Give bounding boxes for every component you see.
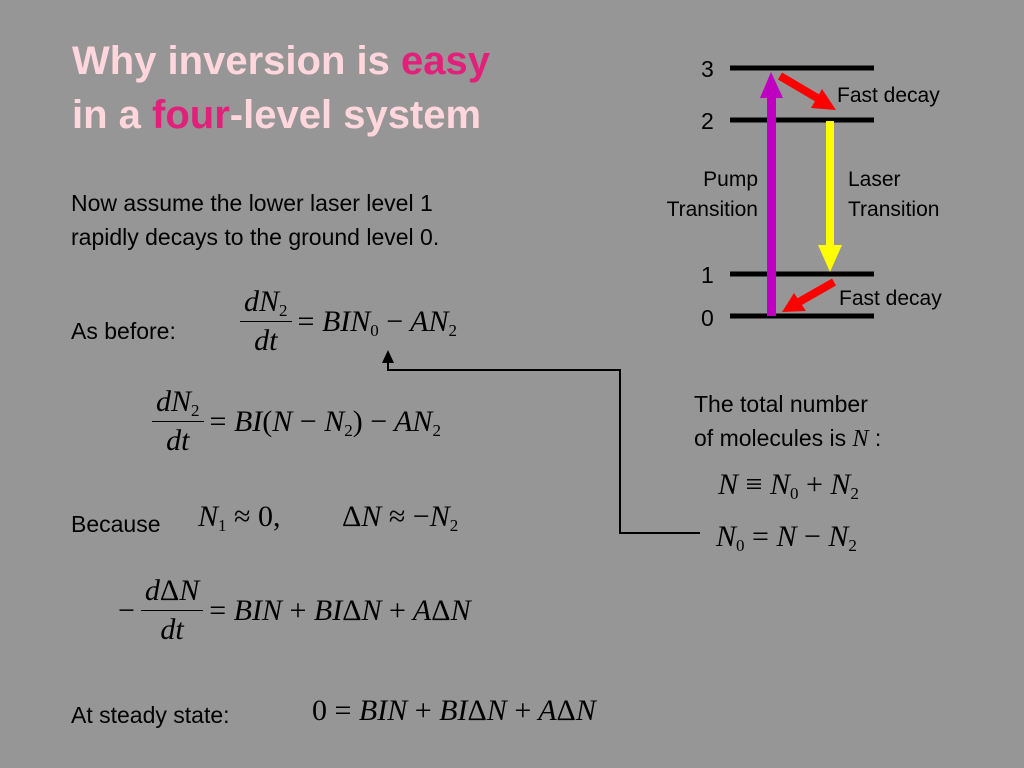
equation-delta-n: ΔN ≈ −N2 <box>342 500 459 536</box>
laser-label-line-2: Transition <box>848 198 940 221</box>
title-line-2: in a four-level system <box>72 88 490 142</box>
intro-line-2: rapidly decays to the ground level 0. <box>71 224 440 250</box>
title-text: Why inversion is <box>72 39 401 83</box>
title-highlight-four: four <box>152 93 230 137</box>
pump-arrow-shaft <box>767 96 776 316</box>
steady-state-label: At steady state: <box>71 702 230 728</box>
title-highlight-easy: easy <box>400 39 490 83</box>
level-2-label: 2 <box>701 108 714 134</box>
title-text: in a <box>72 93 153 137</box>
title-line-1: Why inversion is easy <box>72 34 490 88</box>
total-symbol: N <box>852 426 869 452</box>
fast-decay-top-head <box>811 89 836 110</box>
fast-decay-top-shaft <box>777 72 822 103</box>
title-text: -level system <box>229 93 482 137</box>
laser-transition-label: Laser Transition <box>848 165 939 225</box>
intro-paragraph: Now assume the lower laser level 1 rapid… <box>71 186 439 254</box>
pump-label-line-1: Pump <box>703 168 758 191</box>
equation-steady-state: 0 = BIN + BIΔN + AΔN <box>312 694 596 727</box>
slide-title: Why inversion is easy in a four-level sy… <box>72 34 490 142</box>
pump-label-line-2: Transition <box>666 198 758 221</box>
equation-n0: N0 = N − N2 <box>716 520 857 556</box>
level-3-label: 3 <box>701 56 714 82</box>
intro-line-1: Now assume the lower laser level 1 <box>71 190 433 216</box>
total-number-text: The total number of molecules is N : <box>694 387 881 456</box>
total-line-1: The total number <box>694 391 868 417</box>
level-1-label: 1 <box>701 262 714 288</box>
equation-n-definition: N ≡ N0 + N2 <box>718 468 859 504</box>
level-0-label: 0 <box>701 305 714 331</box>
because-label: Because <box>71 511 161 537</box>
pump-arrow-head <box>760 72 783 98</box>
fast-decay-bottom-head <box>782 293 806 312</box>
laser-arrow-head <box>818 245 842 272</box>
pump-transition-label: Pump Transition <box>640 165 758 225</box>
laser-label-line-1: Laser <box>848 168 901 191</box>
total-line-2-suffix: : <box>868 425 882 451</box>
total-line-2-prefix: of molecules is <box>694 425 853 451</box>
fast-decay-top-label: Fast decay <box>837 84 940 107</box>
fast-decay-bottom-label: Fast decay <box>839 287 942 310</box>
laser-arrow-shaft <box>826 121 834 247</box>
fast-decay-bottom-shaft <box>797 278 836 306</box>
as-before-label: As before: <box>71 318 176 344</box>
equation-n1-approx: N1 ≈ 0, <box>198 500 281 536</box>
total-line-2: of molecules is N : <box>694 421 881 456</box>
